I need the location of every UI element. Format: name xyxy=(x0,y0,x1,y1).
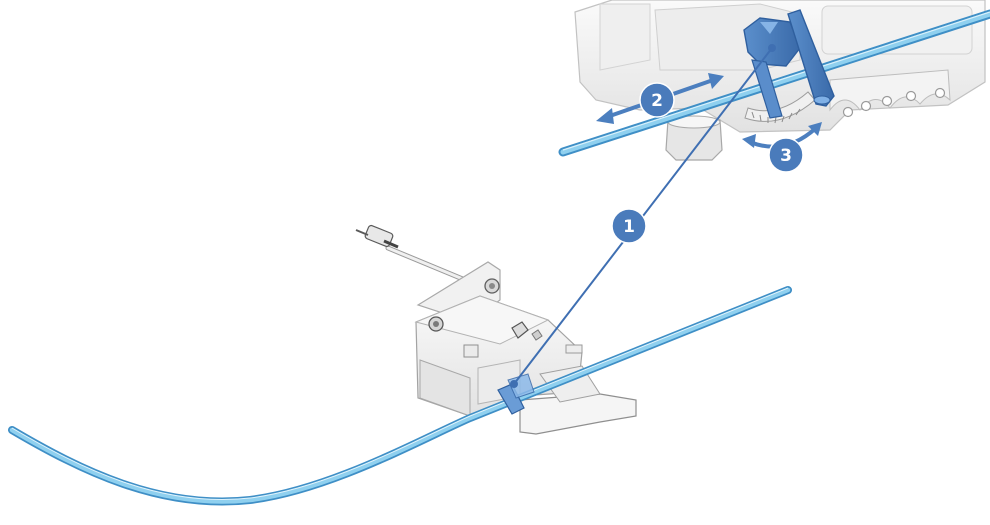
mount-hole xyxy=(905,90,917,102)
callout-1-label: 1 xyxy=(623,217,635,237)
mount-hole xyxy=(860,100,872,112)
callout-2-label: 2 xyxy=(651,91,663,111)
lower-rail xyxy=(8,286,792,506)
assembly-bracket xyxy=(355,224,637,435)
callout-3-label: 3 xyxy=(780,146,792,166)
release-lever xyxy=(519,393,637,435)
mount-hole xyxy=(842,106,854,118)
clip-assembly xyxy=(497,373,535,415)
upper-rail xyxy=(558,9,990,157)
callout-2: 2 xyxy=(639,82,675,118)
clip-detail xyxy=(743,9,835,119)
leader-anchor xyxy=(510,380,518,388)
mount-hole xyxy=(881,95,893,107)
callout-1: 1 xyxy=(611,208,647,244)
leader-anchor xyxy=(768,44,776,52)
callout-3: 3 xyxy=(768,137,804,173)
mount-hole xyxy=(934,87,946,99)
